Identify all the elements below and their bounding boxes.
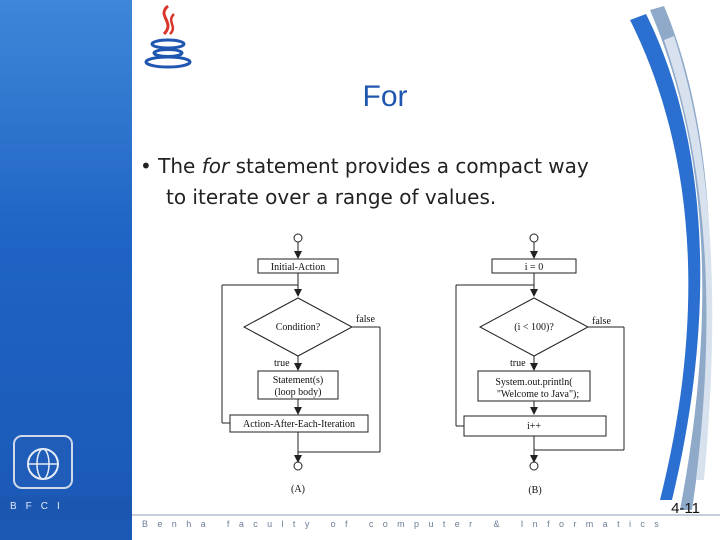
sidebar-bottom-band bbox=[0, 497, 132, 519]
action-label-b: i++ bbox=[527, 421, 541, 432]
flowchart-a: Initial-Action Condition? false true Sta… bbox=[221, 233, 381, 495]
statement-line2-b: "Welcome to Java"); bbox=[497, 389, 580, 400]
footer-divider bbox=[132, 514, 720, 516]
action-label-a: Action-After-Each-Iteration bbox=[243, 419, 355, 430]
true-label-b: true bbox=[510, 358, 526, 369]
start-node-a bbox=[293, 233, 303, 243]
flowchart-b: i = 0 (i < 100)? false true System.out.p… bbox=[455, 233, 625, 496]
bullet-line-2: to iterate over a range of values. bbox=[166, 185, 497, 209]
statement-line2-a: (loop body) bbox=[275, 387, 322, 398]
true-label-a: true bbox=[274, 358, 290, 369]
condition-label-b: (i < 100)? bbox=[514, 322, 554, 333]
initial-action-label-a: Initial-Action bbox=[271, 262, 325, 273]
caption-a: (A) bbox=[291, 484, 305, 495]
java-logo-icon bbox=[144, 4, 192, 69]
end-node-b bbox=[529, 461, 539, 471]
start-node-b bbox=[529, 233, 539, 243]
sidebar-label: BFCI bbox=[10, 501, 69, 512]
bullet-marker: • bbox=[140, 154, 152, 178]
decorative-ribbon bbox=[630, 6, 713, 510]
bullet-text-post: statement provides a compact way bbox=[229, 154, 589, 178]
page-number: 4-11 bbox=[671, 500, 700, 517]
footer-branding: Benha faculty of computer & Informatics bbox=[142, 519, 669, 529]
caption-b: (B) bbox=[528, 485, 541, 496]
bullet-paragraph: • The for statement provides a compact w… bbox=[140, 151, 660, 213]
condition-label-a: Condition? bbox=[276, 322, 321, 333]
faculty-emblem-icon bbox=[13, 435, 73, 489]
statement-line1-a: Statement(s) bbox=[273, 375, 324, 386]
bullet-line-1: • The for statement provides a compact w… bbox=[140, 151, 660, 182]
false-label-b: false bbox=[592, 316, 611, 327]
end-node-a bbox=[293, 461, 303, 471]
false-label-a: false bbox=[356, 314, 375, 325]
bullet-text-pre: The bbox=[158, 154, 202, 178]
bullet-text-emph: for bbox=[201, 154, 230, 178]
initial-label-b: i = 0 bbox=[525, 262, 543, 273]
statement-line1-b: System.out.println( bbox=[495, 377, 573, 388]
slide-title: For bbox=[362, 80, 408, 113]
